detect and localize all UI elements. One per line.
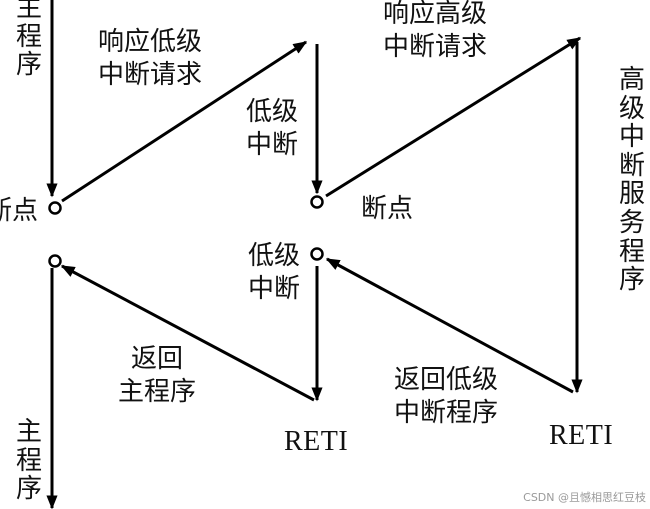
watermark-text: CSDN @且憾相思红豆枝 — [523, 491, 646, 504]
label-reti-right: RETI — [549, 420, 614, 451]
label-respond-high-request: 响应高级 中断请求 — [383, 0, 487, 65]
label-breakpoint-left: 断点 — [0, 196, 39, 226]
label-char: 序 — [15, 50, 42, 81]
label-char: 主 — [15, 417, 42, 447]
label-char: 程 — [618, 236, 645, 267]
label-line: 低级 — [248, 241, 301, 271]
label-return-main: 返回 主程序 — [118, 343, 196, 410]
label-char: 级 — [618, 93, 645, 124]
label-char: 服 — [618, 179, 645, 210]
label-low-interrupt-top: 低级 中断 — [246, 96, 298, 163]
breakpoint-circle-left-bottom — [48, 254, 62, 268]
label-main-program-top: 主 程 序 — [14, 0, 44, 80]
label-char: 中 — [618, 122, 645, 153]
label-line: 返回低级 — [394, 365, 499, 395]
label-line: 响应低级 — [98, 27, 203, 57]
label-char: 程 — [15, 445, 42, 476]
label-line: 中断请求 — [98, 60, 203, 91]
label-line: 中断 — [248, 274, 301, 305]
label-low-interrupt-mid: 低级 中断 — [248, 240, 300, 307]
breakpoint-circle-left-top — [48, 201, 62, 215]
return-low-isr-arrow — [325, 257, 574, 394]
label-char: 高 — [618, 65, 645, 95]
label-line: 中断请求 — [383, 32, 488, 63]
label-char: 序 — [15, 474, 42, 505]
label-line: 中断程序 — [394, 398, 499, 429]
label-char: 主 — [15, 0, 42, 23]
respond-low-request-arrow — [61, 40, 308, 203]
label-main-program-bottom: 主 程 序 — [14, 418, 44, 504]
label-line: 中断 — [246, 130, 299, 161]
label-char: 序 — [618, 265, 645, 296]
label-line: 返回 — [131, 344, 184, 374]
breakpoint-circle-right-top — [310, 195, 324, 209]
respond-high-request-arrow — [325, 36, 582, 198]
label-line: 主程序 — [118, 377, 197, 408]
label-reti-left: RETI — [284, 426, 349, 457]
return-main-arrow — [60, 264, 315, 402]
label-char: 程 — [15, 21, 42, 52]
label-return-low-program: 返回低级 中断程序 — [394, 364, 498, 431]
breakpoint-circle-right-bottom — [310, 247, 324, 261]
label-line: 响应高级 — [383, 0, 488, 29]
label-char: 务 — [618, 207, 645, 238]
label-line: 低级 — [246, 97, 299, 127]
label-breakpoint-right: 断点 — [361, 194, 414, 224]
label-respond-low-request: 响应低级 中断请求 — [98, 26, 202, 93]
label-char: 断 — [618, 150, 645, 181]
label-high-service-program: 高 级 中 断 服 务 程 序 — [616, 66, 648, 295]
